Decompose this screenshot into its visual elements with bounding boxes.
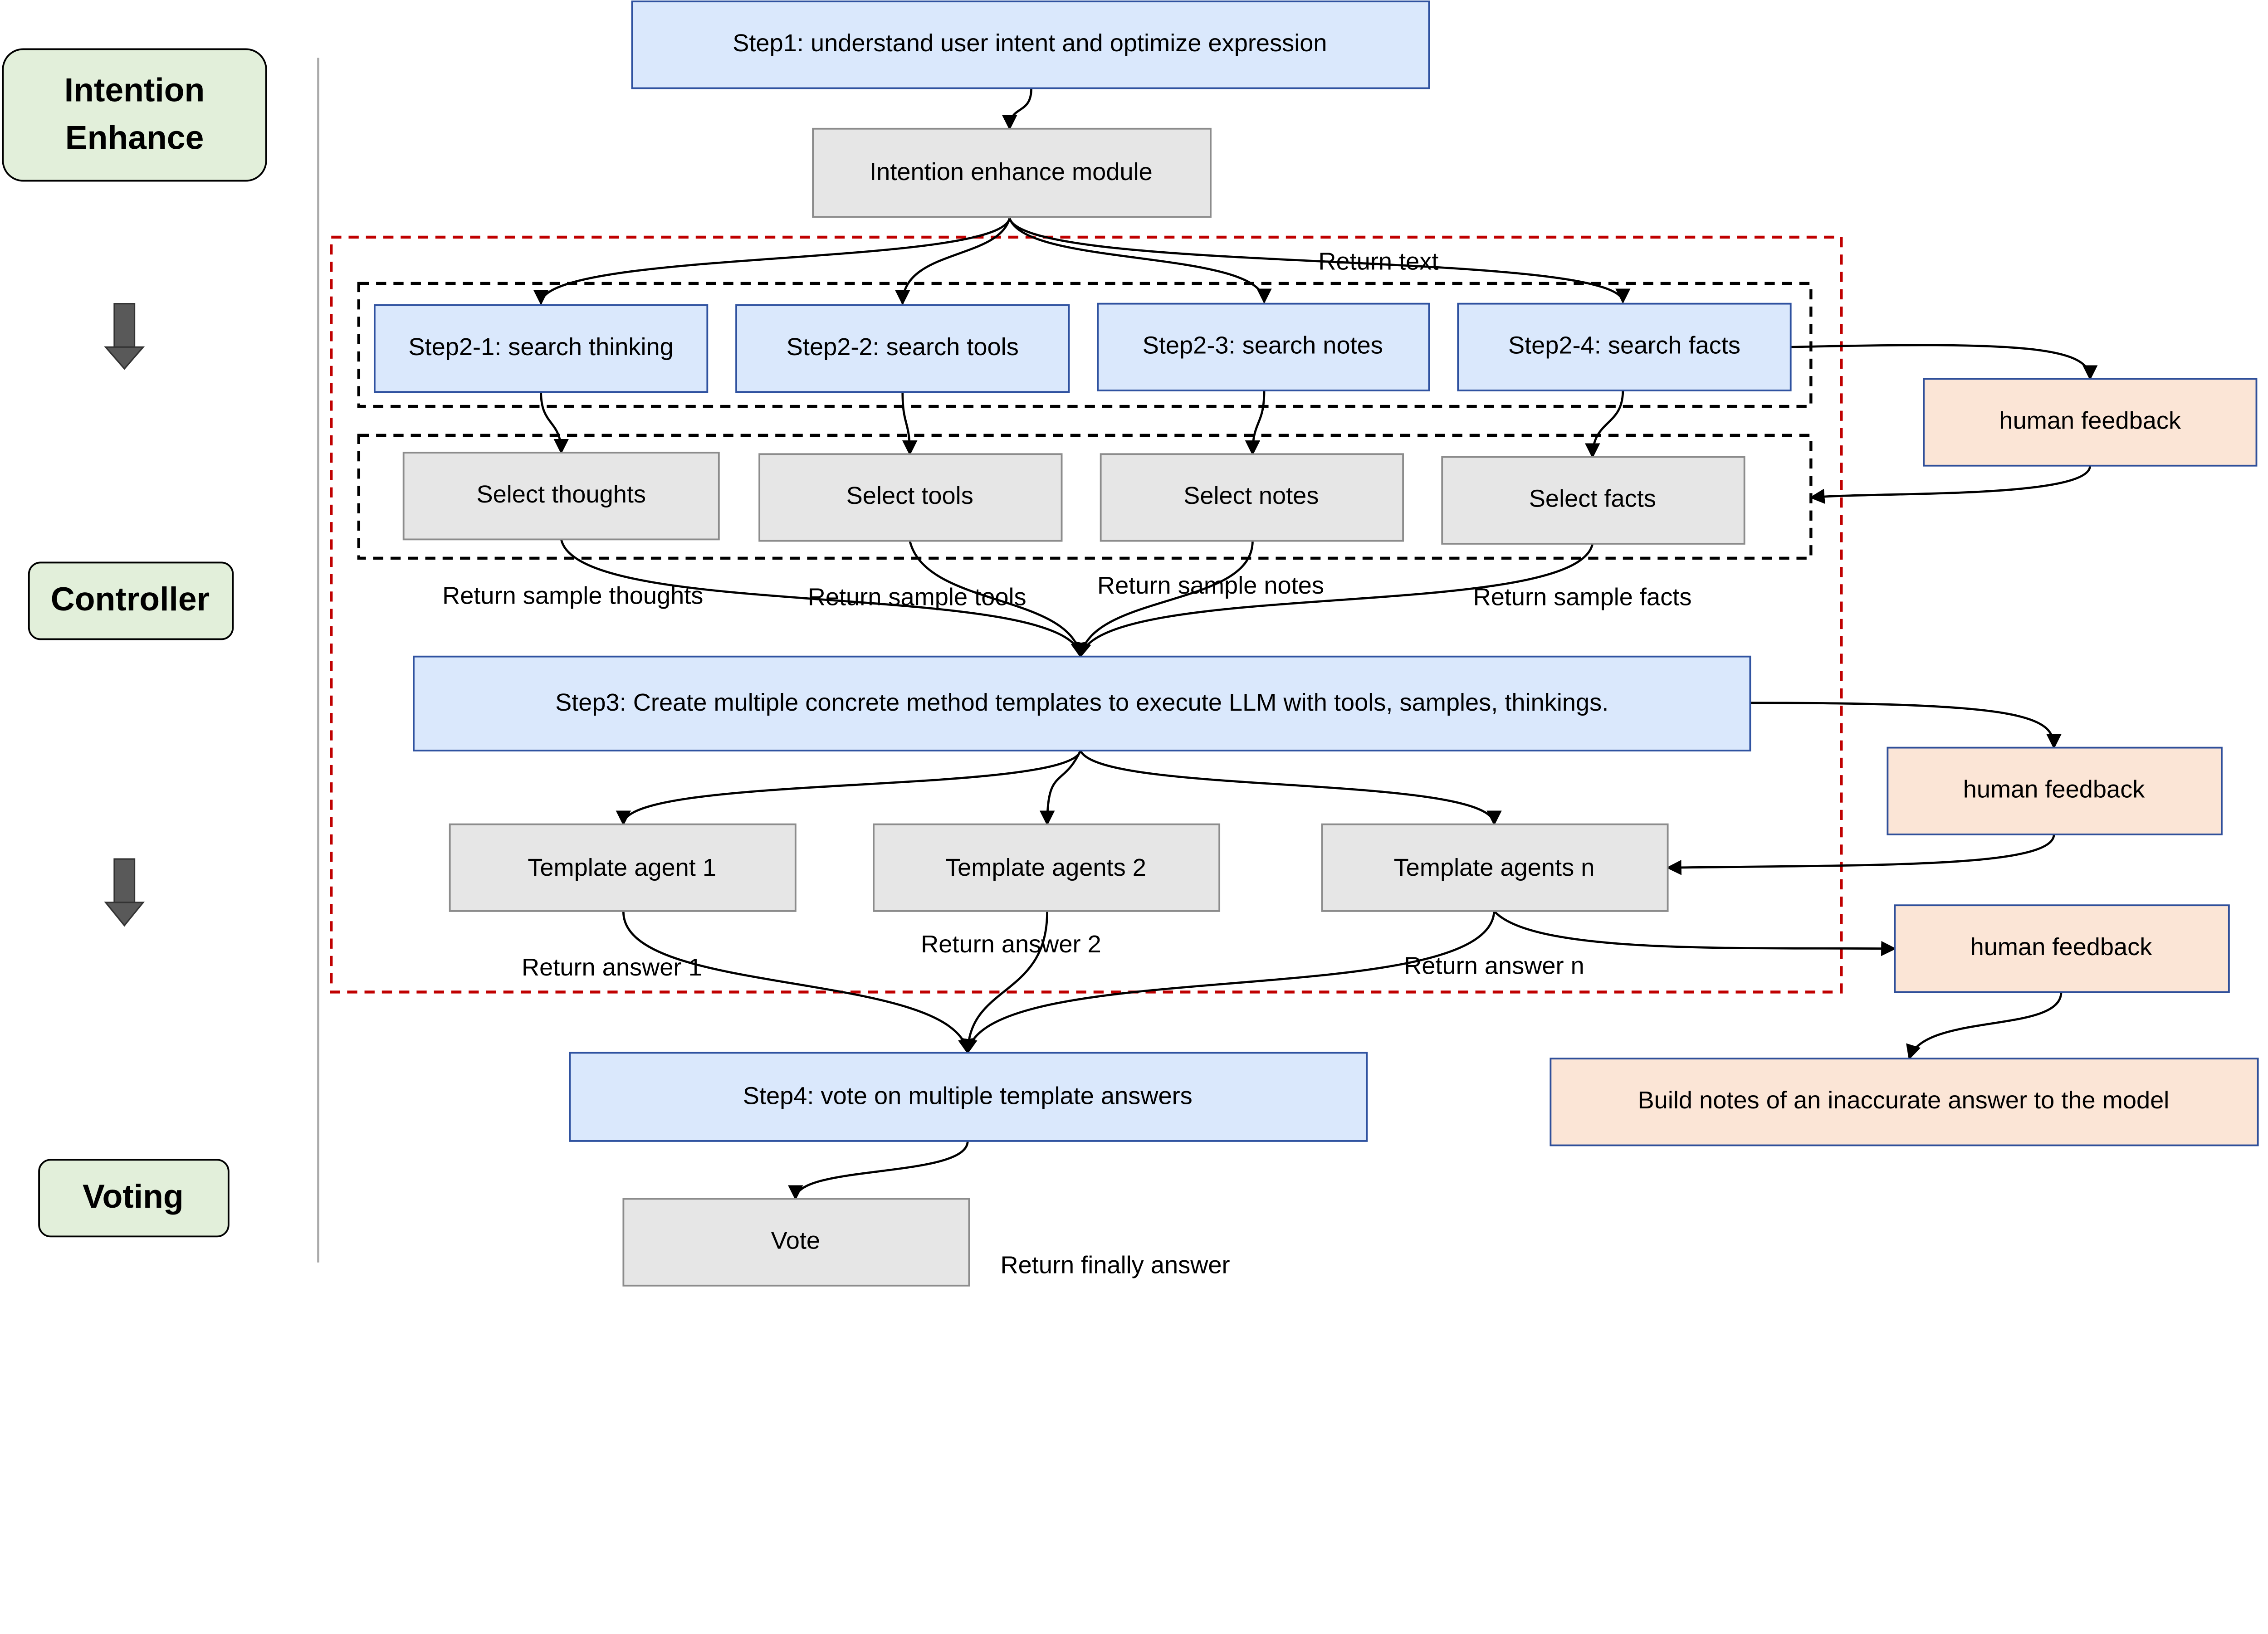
label-return-thoughts: Return sample thoughts (442, 582, 703, 609)
node-label: Step1: understand user intent and optimi… (733, 29, 1327, 57)
stage-label: Controller (51, 580, 210, 618)
intention-module-box: Intention enhance module (812, 127, 1212, 218)
template-agent-n-box: Template agents n (1321, 823, 1669, 912)
node-label: Select notes (1183, 482, 1319, 509)
node-label: Step2-2: search tools (787, 333, 1019, 361)
step1-box: Step1: understand user intent and optimi… (631, 0, 1430, 89)
node-label: Template agents 2 (945, 854, 1146, 881)
label-return-notes: Return sample notes (1097, 572, 1324, 599)
step2-3-box: Step2-3: search notes (1097, 302, 1430, 391)
node-label: Template agent 1 (528, 854, 716, 881)
stage-label: Enhance (65, 119, 204, 156)
step4-box: Step4: vote on multiple template answers (569, 1052, 1368, 1142)
step2-2-box: Step2-2: search tools (735, 304, 1070, 393)
node-label: Vote (771, 1227, 820, 1254)
node-label: Step2-3: search notes (1143, 332, 1383, 359)
human-feedback-label: human feedback (1970, 933, 2153, 961)
edges (533, 88, 2098, 1200)
node-label: Select tools (846, 482, 973, 509)
node-label: Step4: vote on multiple template answers (743, 1083, 1193, 1110)
step2-4-box: Step2-4: search facts (1457, 302, 1792, 391)
human-feedback-1-box: human feedback (1923, 378, 2258, 467)
stage-intention-enhance: Intention Enhance (2, 48, 267, 182)
node-label: Template agents n (1394, 854, 1595, 881)
label-return-final: Return finally answer (1001, 1252, 1230, 1279)
controller-region (330, 235, 1843, 994)
label-return-facts: Return sample facts (1473, 583, 1692, 610)
human-feedback-label: human feedback (1963, 776, 2146, 803)
node-label: Step3: Create multiple concrete method t… (555, 689, 1608, 716)
select-tools-box: Select tools (758, 453, 1063, 542)
template-agent-2-box: Template agents 2 (873, 823, 1221, 912)
vote-box: Vote (622, 1198, 970, 1287)
node-label: Step2-1: search thinking (408, 333, 673, 361)
down-arrow-icon (104, 858, 145, 927)
stage-voting: Voting (38, 1159, 230, 1238)
down-arrow-icon (104, 303, 145, 370)
search-group (357, 282, 1813, 408)
human-feedback-3-box: human feedback (1894, 904, 2230, 993)
step2-1-box: Step2-1: search thinking (373, 304, 709, 393)
label-return-text: Return text (1318, 248, 1438, 275)
human-feedback-label: human feedback (1999, 407, 2181, 434)
stage-label: Voting (83, 1178, 184, 1215)
template-agent-1-box: Template agent 1 (449, 823, 797, 912)
select-thoughts-box: Select thoughts (402, 452, 720, 541)
label-return-answer-2: Return answer 2 (921, 931, 1101, 958)
node-label: Step2-4: search facts (1508, 332, 1740, 359)
architecture-diagram: Intention Enhance Controller Voting (2, 0, 2259, 1287)
step3-box: Step3: Create multiple concrete method t… (413, 655, 1751, 751)
stage-controller: Controller (28, 561, 234, 640)
label-return-answer-1: Return answer 1 (522, 954, 702, 981)
human-feedback-2-box: human feedback (1887, 746, 2223, 835)
build-notes-box: Build notes of an inaccurate answer to t… (1549, 1058, 2259, 1146)
stage-label: Intention (64, 71, 205, 108)
select-facts-box: Select facts (1441, 456, 1745, 545)
label-return-tools: Return sample tools (808, 583, 1026, 610)
node-label: Intention enhance module (870, 158, 1153, 185)
select-notes-box: Select notes (1100, 453, 1404, 542)
node-label: Select facts (1529, 485, 1656, 512)
label-return-answer-n: Return answer n (1404, 952, 1584, 980)
node-label: Select thoughts (476, 481, 646, 508)
node-label: Build notes of an inaccurate answer to t… (1638, 1087, 2170, 1114)
